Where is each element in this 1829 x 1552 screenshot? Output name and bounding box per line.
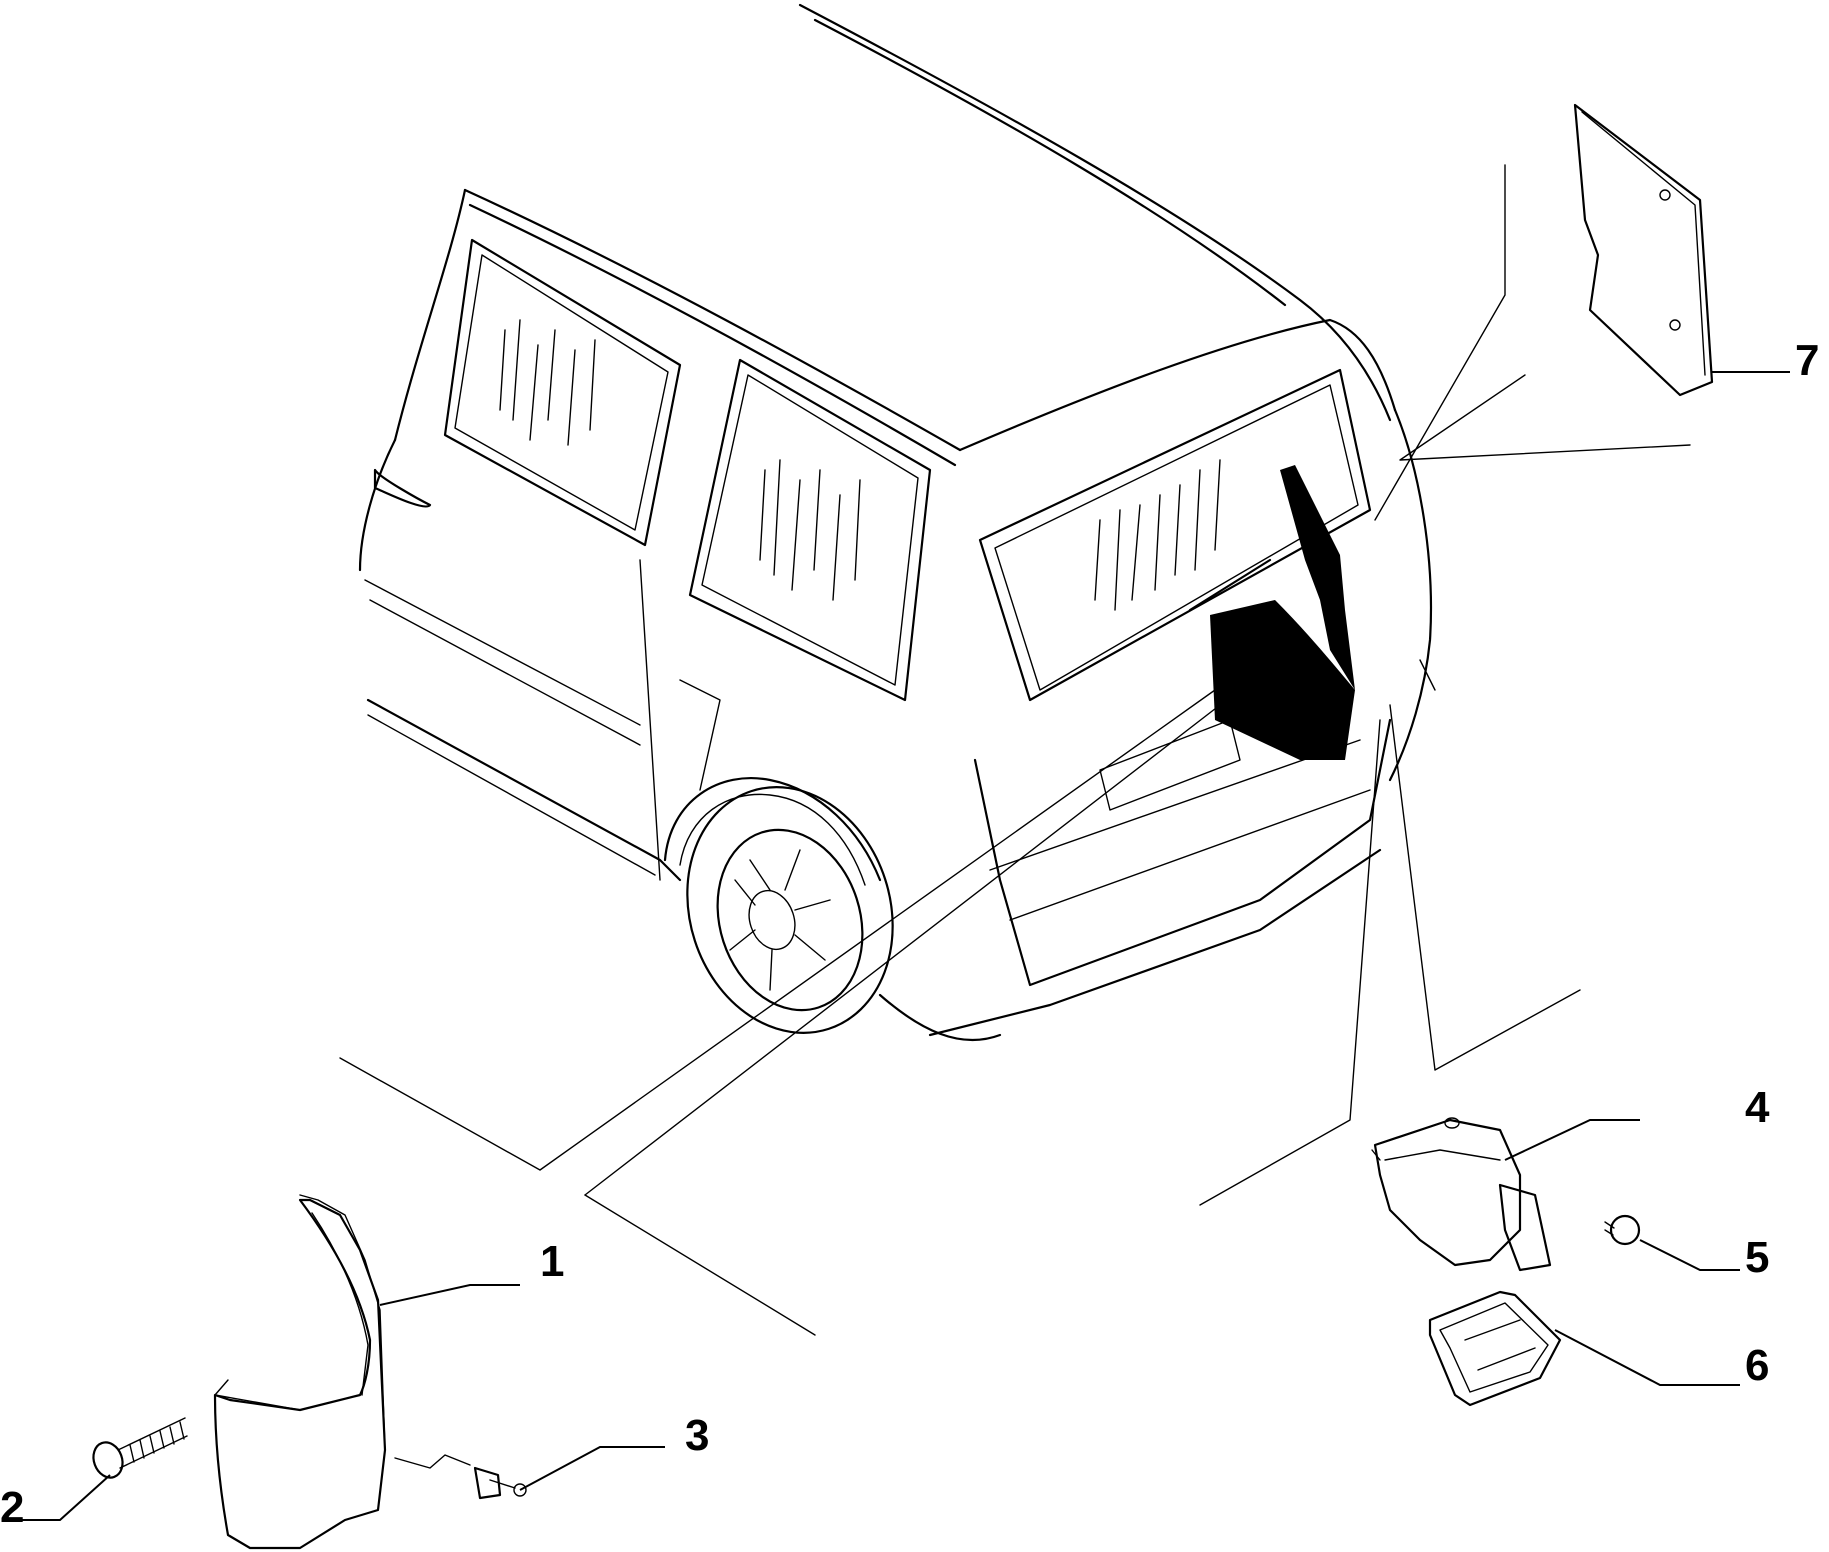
leader-3 — [519, 1446, 665, 1491]
guide-lines — [339, 164, 1691, 1336]
callout-1: 1 — [540, 1237, 564, 1286]
part-1-tail-lamp — [213, 1194, 387, 1550]
leader-4 — [1504, 1119, 1640, 1161]
leader-6 — [1554, 1329, 1740, 1386]
leader-2 — [20, 1474, 111, 1521]
part-4-lamp-housing — [1371, 1117, 1552, 1272]
callout-2: 2 — [0, 1483, 24, 1532]
part-3-clip — [394, 1454, 527, 1500]
callout-4: 4 — [1745, 1083, 1770, 1132]
part-6-lens-holder — [1428, 1290, 1562, 1407]
callout-3: 3 — [685, 1411, 709, 1460]
part-7-panel — [1573, 103, 1714, 397]
callout-7: 7 — [1795, 336, 1819, 385]
part-2-screw — [92, 1417, 188, 1479]
leader-lines — [20, 371, 1790, 1521]
leader-1 — [379, 1284, 520, 1306]
callout-6: 6 — [1745, 1341, 1769, 1390]
callout-5: 5 — [1745, 1233, 1769, 1282]
leader-5 — [1639, 1239, 1740, 1271]
part-5-fastener — [1604, 1214, 1641, 1246]
vehicle-van-illustration — [358, 3, 1436, 1042]
callout-labels: 1 2 3 4 5 6 7 — [0, 336, 1819, 1532]
